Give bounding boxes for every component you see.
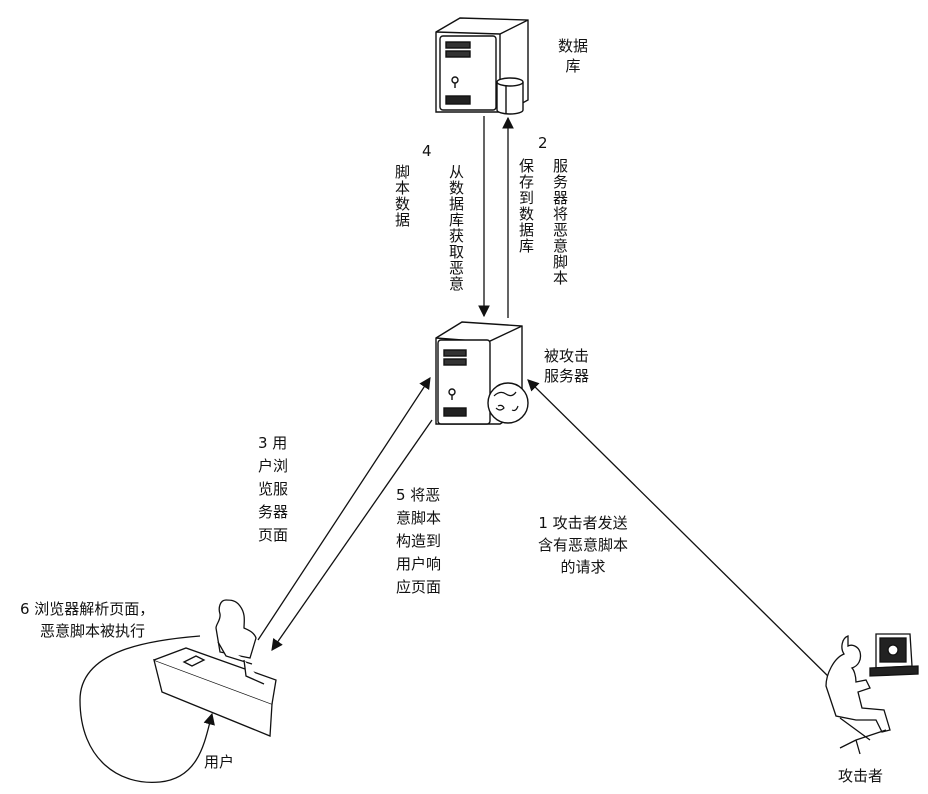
database-label-line: 数据: [558, 37, 589, 55]
database-server-icon: [435, 17, 529, 115]
step-1-line: 的请求: [560, 558, 606, 576]
arrow-step-3: [257, 377, 431, 641]
step-5-label: 5 将恶 意脚本 构造到 用户响 应页面: [396, 484, 441, 599]
step-1-line: 1 攻击者发送: [538, 514, 628, 532]
user-label: 用户: [204, 753, 235, 771]
step-3-line: 务器: [258, 503, 289, 521]
arrow-step-6-loop: [79, 635, 215, 784]
step-4-text-col1: 从数据库获取恶意: [447, 164, 465, 292]
step-5-line: 用户响: [396, 555, 442, 573]
server-label-line: 服务器: [544, 367, 590, 385]
step-1-label: 1 攻击者发送 含有恶意脚本 的请求: [538, 512, 628, 578]
arrow-step-1: [527, 379, 837, 685]
step-3-line: 览服: [258, 480, 289, 498]
database-label-line: 库: [565, 57, 581, 75]
attacker-label: 攻击者: [838, 767, 884, 785]
step-5-line: 构造到: [396, 532, 442, 550]
step-6-line: 恶意脚本被执行: [40, 622, 146, 640]
server-label-line: 被攻击: [544, 347, 590, 365]
step-2-text-col1: 服务器将恶意脚本: [551, 158, 569, 286]
step-2-number: 2: [538, 134, 548, 152]
step-5-line: 5 将恶: [396, 486, 441, 504]
step-3-line: 户浏: [258, 457, 289, 475]
user-at-desk-icon: [153, 599, 277, 737]
step-5-line: 应页面: [396, 578, 442, 596]
step-3-label: 3 用 户浏 览服 务器 页面: [258, 432, 288, 547]
step-2-text-col2: 保存到数据库: [517, 158, 535, 254]
step-5-line: 意脚本: [396, 509, 442, 527]
step-3-line: 3 用: [258, 434, 288, 452]
step-6-line: 6 浏览器解析页面，: [20, 600, 155, 618]
arrow-step-5: [271, 419, 433, 651]
step-6-label: 6 浏览器解析页面， 恶意脚本被执行: [20, 598, 154, 642]
step-1-line: 含有恶意脚本: [538, 536, 629, 554]
step-3-line: 页面: [258, 526, 289, 544]
web-server-icon: [435, 321, 529, 425]
database-label: 数据 库: [558, 36, 588, 76]
attacker-at-computer-icon: [825, 633, 919, 755]
server-label: 被攻击 服务器: [544, 346, 589, 386]
step-4-text-col2: 脚本数据: [393, 164, 411, 228]
step-4-number: 4: [422, 142, 432, 160]
